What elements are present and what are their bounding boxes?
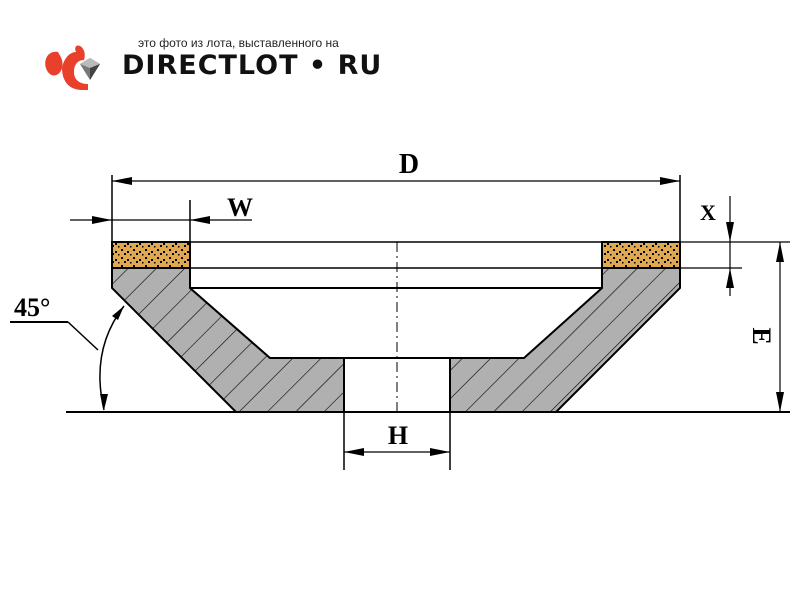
squirrel-diamond-icon <box>45 45 100 90</box>
e-arrow-bottom <box>776 392 784 412</box>
watermark: это фото из лота, выставленного на DIREC… <box>18 20 381 102</box>
label-e: E <box>747 327 776 344</box>
d-arrow-right <box>660 177 680 185</box>
label-h: H <box>388 421 408 450</box>
e-arrow-top <box>776 242 784 262</box>
wheel-body-right <box>449 267 681 413</box>
w-arrow-right <box>190 216 210 224</box>
h-arrow-left <box>344 448 364 456</box>
label-d: D <box>399 149 419 180</box>
h-arrow-right <box>430 448 450 456</box>
x-arrow-bottom <box>726 268 734 288</box>
label-x: X <box>700 200 716 225</box>
d-arrow-left <box>112 177 132 185</box>
abrasive-layer-right <box>601 241 681 269</box>
angle-arrow-bottom <box>100 394 108 410</box>
x-arrow-top <box>726 222 734 242</box>
watermark-brand: DIRECTLOT • RU <box>122 50 383 81</box>
wheel-body-left <box>111 267 345 413</box>
label-angle: 45° <box>14 293 50 322</box>
abrasive-layer-left <box>111 241 191 269</box>
angle-arrow-top <box>112 306 124 320</box>
angle-leader-diagonal <box>67 321 99 351</box>
watermark-caption: это фото из лота, выставленного на <box>138 36 339 50</box>
w-arrow-left <box>92 216 112 224</box>
label-w: W <box>227 193 253 222</box>
